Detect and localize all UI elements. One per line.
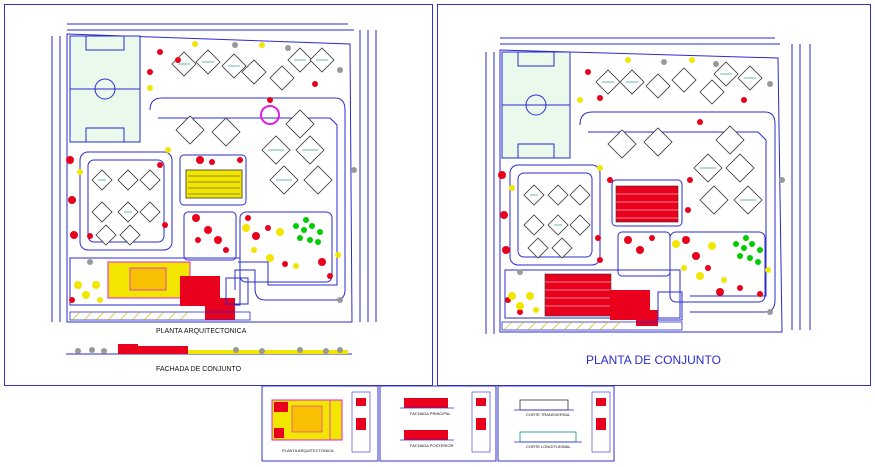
detail-3-label-bottom: CORTE LONGITUDINAL [526, 444, 571, 449]
right-bottom-strip [501, 321, 683, 331]
right-red-buildings [544, 185, 683, 326]
detail-3-label-top: CORTE TRANSVERSAL [526, 412, 571, 417]
left-facade-elevation [66, 344, 352, 355]
detail-sheet-3 [497, 385, 615, 462]
right-hatch-details [530, 73, 756, 226]
right-plan-label: PLANTA DE CONJUNTO [586, 353, 721, 367]
right-green-trees [733, 235, 763, 265]
left-facade-label: FACHADA DE CONJUNTO [156, 366, 242, 373]
left-green-trees [293, 217, 323, 245]
detail-2-label-top: FACHADA PRINCIPAL [410, 411, 451, 416]
left-community-building [107, 261, 249, 320]
left-residential-blocks [91, 47, 335, 246]
detail-1-label: PLANTA ARQUITECTONICA [282, 448, 334, 453]
detail-2-elevations [400, 391, 491, 453]
left-hatch-details [98, 59, 328, 213]
detail-3-sections [514, 391, 611, 453]
left-grey-trees [87, 42, 357, 303]
right-site-plan [485, 37, 811, 334]
left-site-plan [51, 23, 377, 323]
left-magenta-structure [260, 105, 280, 125]
left-plan-label: PLANTA ARQUITECTONICA [156, 328, 247, 335]
left-red-trees [66, 49, 333, 303]
left-bottom-strip [69, 311, 251, 321]
right-residential-blocks [523, 61, 763, 259]
right-red-trees [498, 69, 763, 315]
detail-2-label-bottom: FACHADA POSTERIOR [410, 443, 454, 448]
right-yellow-shrubs [508, 57, 771, 313]
left-yellow-shrubs [74, 41, 341, 303]
right-grey-trees [517, 59, 785, 315]
detail-1-floor-plan [271, 391, 371, 453]
left-sports-court [185, 169, 243, 199]
